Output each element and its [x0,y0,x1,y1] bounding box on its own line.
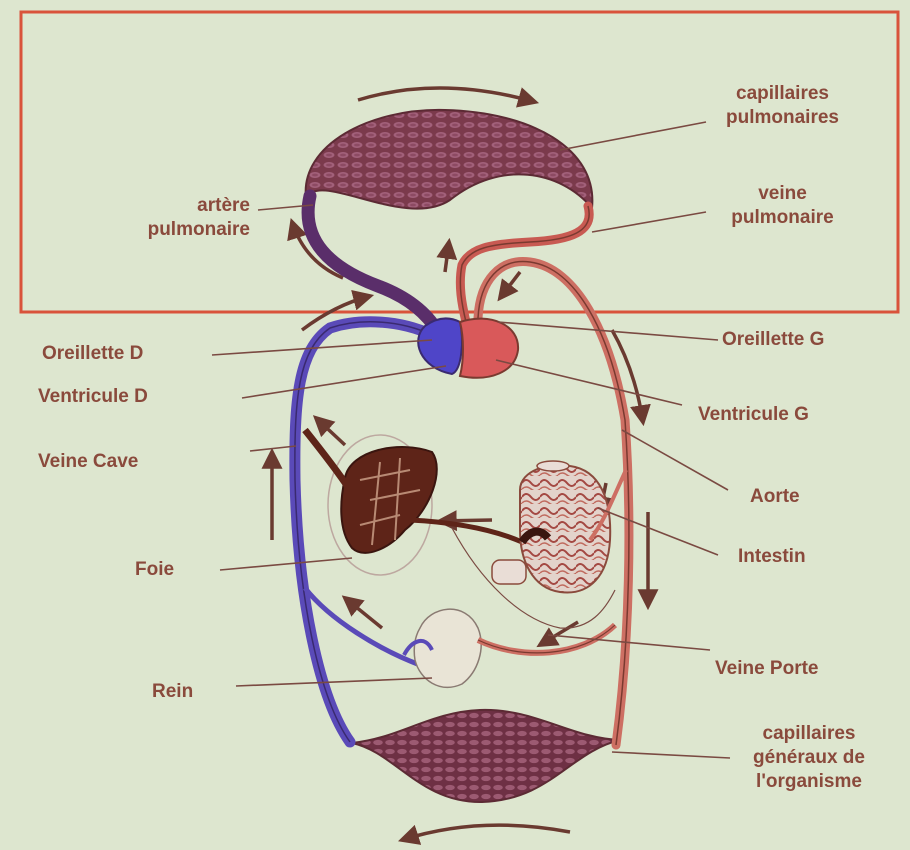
label-aorte: Aorte [750,485,800,509]
label-foie: Foie [135,558,174,582]
label-rein: Rein [152,680,193,704]
portal-vein [410,520,522,542]
leader-intestin [598,508,718,555]
general-capillaries [352,710,620,802]
kidney [404,609,481,687]
flow-arrow-portal-lower [540,622,578,645]
leader-aorte [622,430,728,490]
leader-capillaires-pulmonaires [560,122,706,150]
label-oreillette-g: Oreillette G [722,328,824,352]
label-oreillette-d: Oreillette D [42,342,143,366]
heart-left-side [460,319,518,378]
label-veine-cave: Veine Cave [38,450,138,474]
leader-capillaires-generaux [612,752,730,758]
leader-foie [220,558,352,570]
heart-right-side [418,319,462,374]
label-artere-pulmonaire: artère pulmonaire [100,194,250,242]
leader-ventricule-d [242,366,446,398]
label-veine-pulmonaire: veine pulmonaire [700,182,865,230]
flow-arrow-pulmonary-vein [500,272,520,298]
flow-arrow-kidney [345,598,382,628]
leader-oreillette-g [498,322,718,340]
label-capillaires-generaux: capillaires généraux de l'organisme [724,722,894,794]
flow-arrow-bottom [402,825,570,840]
leader-rein [236,678,432,686]
flow-arrow-from-heart [445,242,449,272]
leader-veine-pulmonaire [592,212,706,232]
intestine [492,461,610,592]
leader-veine-cave [250,446,296,451]
flow-arrow-liver-out [316,418,345,445]
pulmonary-capillaries [306,110,593,209]
label-capillaires-pulmonaires: capillaires pulmonaires [700,82,865,130]
leader-ventricule-g [496,360,682,405]
flow-arrow-top [358,88,535,102]
heart [418,319,518,378]
label-ventricule-d: Ventricule D [38,385,148,409]
label-ventricule-g: Ventricule G [698,403,809,427]
liver [305,430,437,575]
label-veine-porte: Veine Porte [715,657,819,681]
label-intestin: Intestin [738,545,806,569]
